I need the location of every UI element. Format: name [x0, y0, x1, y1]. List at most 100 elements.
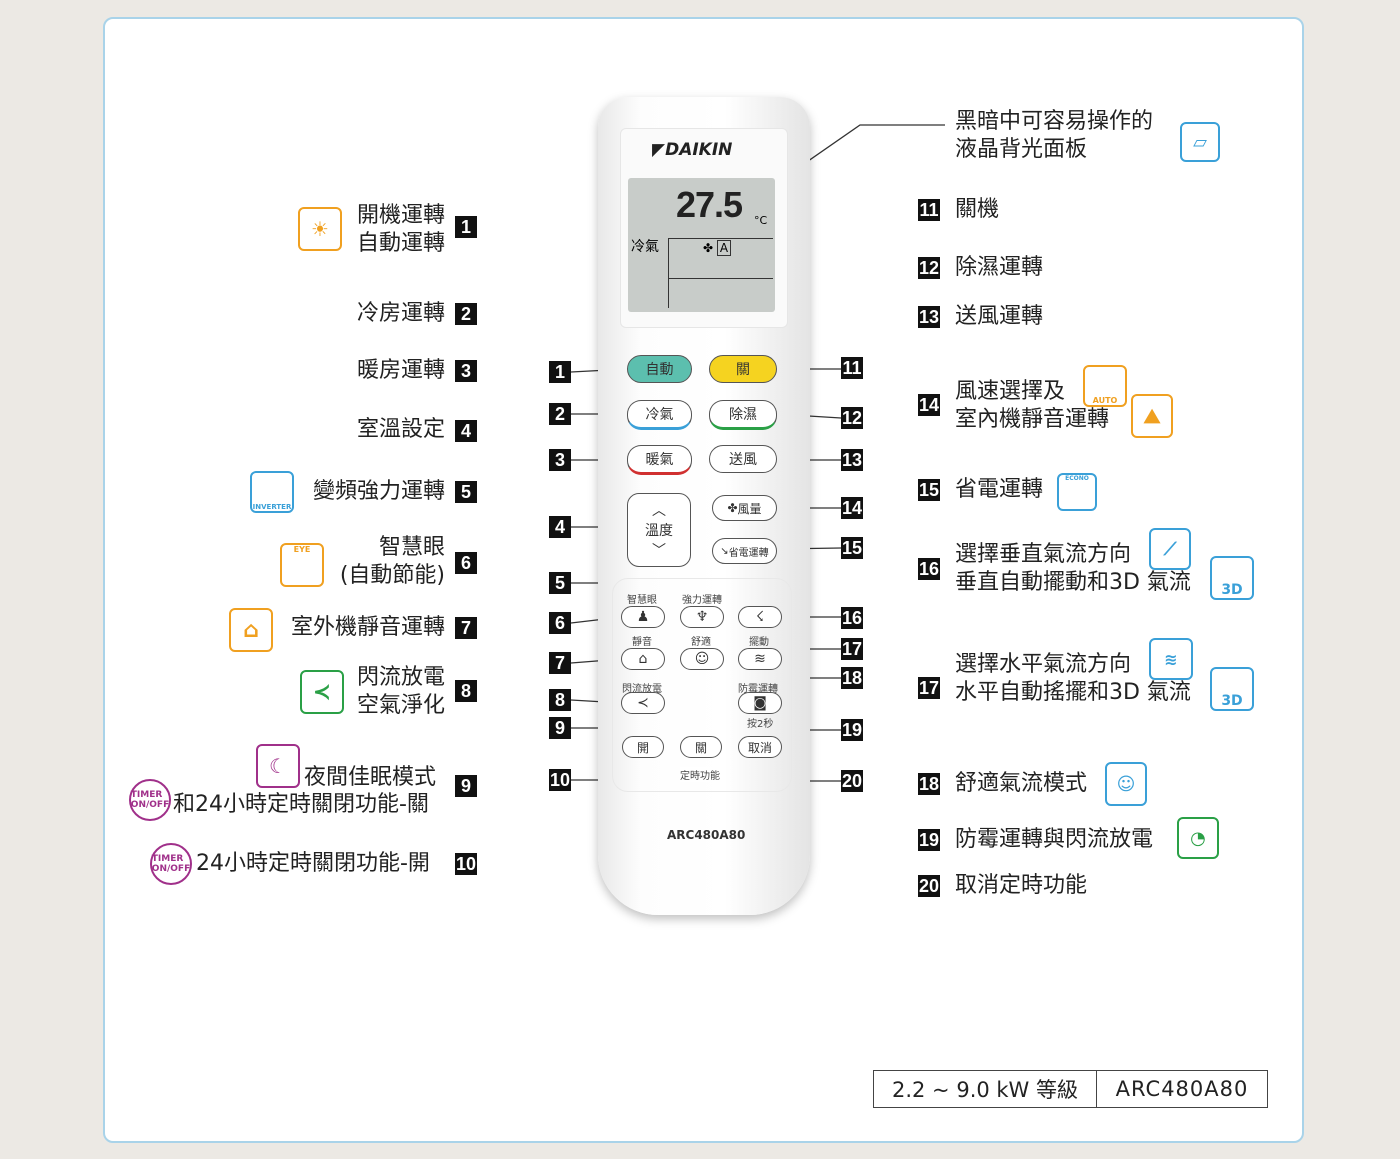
comfort-label: 舒適	[691, 637, 711, 648]
intelligent-eye-label: 智慧眼	[627, 595, 657, 606]
callout-1-number: 1	[455, 216, 477, 238]
econo-label: 省電運轉	[728, 547, 769, 559]
auto-button[interactable]: 自動	[627, 355, 692, 383]
capacity-cell: 2.2 ~ 9.0 kW 等級	[874, 1071, 1097, 1107]
marker-10: 10	[549, 769, 572, 791]
callout-3-text: 暖房運轉	[356, 358, 445, 383]
marker-2: 2	[549, 403, 571, 425]
callout-20-number: 20	[918, 875, 941, 897]
vertical-swing-button[interactable]: ☇	[738, 606, 782, 628]
spec-table: 2.2 ~ 9.0 kW 等級 ARC480A80	[873, 1070, 1268, 1108]
mold-proof-label: 防霉運轉	[738, 684, 778, 695]
marker-3: 3	[549, 449, 571, 471]
powerful-button[interactable]: ♆	[680, 606, 724, 628]
mold-proof-button[interactable]: ◙	[738, 692, 782, 714]
econo-button[interactable]: ↘省電運轉	[712, 538, 777, 564]
quiet-label: 靜音	[632, 637, 652, 648]
timer-group-label: 定時功能	[680, 767, 720, 782]
callout-10-number: 10	[455, 853, 478, 875]
callout-9-number: 9	[455, 775, 477, 797]
callout-12-number: 12	[918, 257, 941, 279]
backlight-text: 黑暗中可容易操作的液晶背光面板	[955, 109, 1154, 162]
marker-7: 7	[549, 652, 571, 674]
comfort-button[interactable]: ☺	[680, 648, 724, 670]
intelligent-eye-button[interactable]: ♟	[621, 606, 665, 628]
marker-14: 14	[841, 497, 864, 519]
quiet-tree-icon: ⛰	[1131, 394, 1173, 438]
down-chevron-icon[interactable]: ﹀	[652, 543, 666, 559]
streamer-label: 閃流放電	[622, 684, 662, 695]
off-button[interactable]: 關	[709, 355, 777, 383]
marker-16: 16	[841, 607, 864, 629]
heat-button[interactable]: 暖氣	[627, 445, 692, 475]
3d-airflow-icon: 3D	[1210, 667, 1254, 711]
swing-label: 擺動	[749, 637, 769, 648]
comfort-airflow-icon: ☺	[1105, 762, 1147, 806]
marker-1: 1	[549, 361, 571, 383]
callout-14-number: 14	[918, 394, 941, 416]
marker-5: 5	[549, 572, 571, 594]
callout-7-number: 7	[455, 617, 477, 639]
lcd-unit: °C	[754, 214, 768, 227]
callout-19-text: 防霉運轉與閃流放電	[955, 827, 1154, 852]
lcd-fan-mode: A	[716, 240, 732, 256]
backlight-remote-icon: ▱	[1180, 122, 1220, 162]
outdoor-quiet-icon: ⌂	[229, 608, 273, 652]
sun-snow-icon: ☀	[298, 207, 342, 251]
powerful-label: 強力運轉	[682, 595, 722, 606]
callout-13-number: 13	[918, 306, 941, 328]
fan-speed-button[interactable]: ✤風量	[712, 495, 777, 521]
lcd-temperature: 27.5	[676, 184, 743, 225]
lcd-fan-icon: ✤ A	[703, 240, 732, 256]
night-mode-icon: ☾	[256, 744, 300, 788]
marker-9: 9	[549, 717, 571, 739]
fan-button[interactable]: 送風	[709, 445, 777, 473]
timer-on-button[interactable]: 開	[622, 736, 664, 758]
timer-cancel-button[interactable]: 取消	[738, 736, 782, 758]
up-chevron-icon[interactable]: ︿	[652, 503, 666, 519]
callout-7-text: 室外機靜音運轉	[290, 615, 445, 640]
marker-19: 19	[841, 719, 864, 741]
inverter-icon: INVERTER	[250, 471, 294, 513]
callout-3-number: 3	[455, 360, 477, 382]
streamer-button[interactable]: ≺	[621, 692, 665, 714]
callout-18-number: 18	[918, 773, 941, 795]
fan-speed-label: 風量	[737, 501, 762, 516]
callout-18-text: 舒適氣流模式	[955, 771, 1088, 796]
callout-11-text: 關機	[955, 197, 1000, 222]
callout-8-number: 8	[455, 680, 477, 702]
lcd-mode: 冷氣	[631, 239, 659, 255]
callout-2-text: 冷房運轉	[356, 301, 445, 326]
callout-15-text: 省電運轉	[955, 477, 1044, 502]
callout-5-text: 變頻強力運轉	[312, 479, 445, 504]
callout-2-number: 2	[455, 303, 477, 325]
swing-button[interactable]: ≋	[738, 648, 782, 670]
eye-icon: EYE	[280, 543, 324, 587]
dry-button[interactable]: 除濕	[709, 400, 777, 430]
marker-8: 8	[549, 689, 571, 711]
callout-11-number: 11	[918, 199, 940, 221]
callout-17-number: 17	[918, 677, 941, 699]
quiet-button[interactable]: ⌂	[621, 648, 665, 670]
marker-18: 18	[841, 667, 864, 689]
lcd-screen: 27.5 °C 冷氣 ✤ A	[628, 178, 775, 312]
press-2s-label: 按2秒	[747, 719, 774, 730]
callout-9-line1: 夜間佳眠模式	[304, 765, 437, 790]
marker-17: 17	[841, 638, 864, 660]
cool-button[interactable]: 冷氣	[627, 400, 692, 430]
callout-6-number: 6	[455, 552, 477, 574]
marker-15: 15	[841, 537, 864, 559]
fan-auto-icon: AUTO	[1083, 365, 1127, 407]
callout-10-text: 24小時定時關閉功能-開	[196, 851, 430, 876]
callout-8-text: 閃流放電空氣淨化	[356, 665, 445, 718]
marker-13: 13	[841, 449, 864, 471]
callout-19-number: 19	[918, 829, 941, 851]
timer-off-button[interactable]: 關	[680, 736, 722, 758]
temperature-button[interactable]: ︿溫度﹀	[627, 493, 691, 567]
brand-name: DAIKIN	[665, 140, 733, 160]
model-cell: ARC480A80	[1115, 1077, 1249, 1101]
vertical-airflow-icon: ⟋	[1149, 528, 1191, 570]
callout-16-number: 16	[918, 558, 941, 580]
callout-16-text: 選擇垂直氣流方向垂直自動擺動和3D 氣流	[955, 542, 1191, 595]
